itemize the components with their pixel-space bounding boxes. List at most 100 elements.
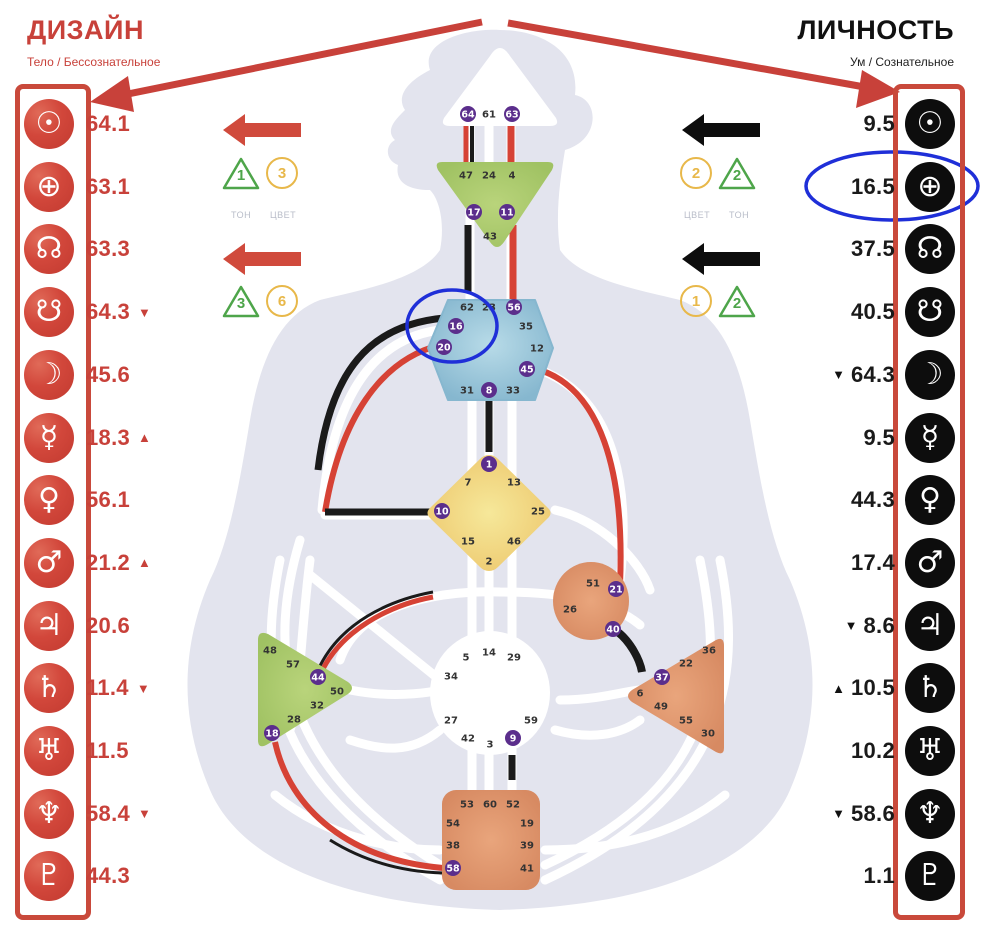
personality-planet-row[interactable]: 40.5☋ [845,284,955,340]
personality-planet-value: 8.6 [863,612,895,638]
personality-planet-value: 10.2 [850,738,895,763]
design-planet-row[interactable]: ♇44.3 [24,848,138,904]
design-arrow-left-icon [223,243,301,275]
personality-planet-row[interactable]: 9.5☿ [858,410,955,466]
gate-43: 43 [483,232,497,243]
personality-planet-row[interactable]: ▼64.3☽ [832,347,955,403]
saturn-icon: ♄ [905,663,955,714]
personality-planet-row[interactable]: 9.5☉ [858,96,955,152]
jupiter-icon: ♃ [24,600,74,651]
personality-planet-value: 17.4 [850,549,895,575]
design-planet-marker: ▼ [136,680,150,696]
design-planet-row[interactable]: ♃ 20.6 [24,598,138,654]
personality-subtitle: Ум / Сознательное [850,55,954,69]
gate-64: 64 [461,110,475,121]
design-color-value: 6 [266,285,298,317]
gate-19: 19 [520,819,534,830]
personality-planet-row[interactable]: 16.5⊕ [845,159,955,215]
personality-planet-row[interactable]: 37.5 ☊ [845,221,955,277]
design-planet-marker: ▲ [138,430,151,445]
personality-planet-row[interactable]: 44.3♀ [845,472,955,528]
design-arrow-left-icon [223,114,301,146]
pluto-icon: ♇ [905,851,955,902]
personality-planet-value: 10.5 [850,675,895,701]
design-subtitle: Тело / Бессознательное [27,55,161,69]
design-planet-row[interactable]: ♀56.1 [24,472,138,528]
personality-planet-row[interactable]: ▼8.6♃ [845,598,955,654]
personality-planet-row[interactable]: 10.2 ♅ [845,723,955,779]
gate-27: 27 [444,716,458,727]
personality-variable-1: 2 2 [680,156,756,190]
gate-14: 14 [482,648,496,659]
gate-3: 3 [487,740,494,751]
design-planet-row[interactable]: ☿18.3▲ [24,410,151,466]
design-planet-row[interactable]: ☉64.1 [24,96,138,152]
design-planet-row[interactable]: ♆58.4▼ [24,786,151,842]
gate-18: 18 [265,729,279,740]
active-gate-marker [505,730,521,746]
gate-60: 60 [483,800,497,811]
design-planet-value: 20.6 [86,612,131,638]
personality-planet-row[interactable]: ▲10.5♄ [832,660,955,716]
gate-61: 61 [482,110,496,121]
design-planet-value: 45.6 [86,361,131,387]
active-gate-marker [436,339,452,355]
design-planet-row[interactable]: ⊕63.1 [24,159,138,215]
design-planet-row[interactable]: ♂21.2▲ [24,535,151,591]
gate-55: 55 [679,716,693,727]
venus-icon: ♀ [905,475,955,526]
design-planet-row[interactable]: ☽45.6 [24,347,138,403]
center-spleen [258,632,352,747]
gate-57: 57 [286,660,300,671]
design-planet-row[interactable]: ☋64.3▼ [24,284,151,340]
tone-label: ТОН [231,210,252,220]
channel-16-48 [314,314,445,471]
gate-15: 15 [461,537,475,548]
gate-16: 16 [449,322,463,333]
gate-63: 63 [505,110,518,121]
gate-35: 35 [519,322,533,333]
design-planet-row[interactable]: ♅11.5 [24,723,137,779]
center-sacral [430,631,550,755]
design-planet-row[interactable]: ♄11.4▼ [24,660,150,716]
neptune-icon: ♆ [905,788,955,839]
channel-45-21 [539,367,624,586]
sun-icon: ☉ [24,99,74,149]
gate-2: 2 [486,557,493,568]
personality-planet-value: 37.5 [850,236,895,262]
jupiter-icon: ♃ [905,600,955,651]
personality-color-value: 1 [680,285,712,317]
neptune-icon: ♆ [24,788,74,839]
gate-33: 33 [506,386,520,397]
channel-20-10 [322,342,441,513]
active-gate-marker [519,361,535,377]
active-gate-marker [506,299,522,315]
uranus-icon: ♅ [905,726,955,776]
gate-53: 53 [460,800,474,811]
gate-30: 30 [701,729,715,740]
personality-title: ЛИЧНОСТЬ [797,15,954,45]
channel-44-26 [317,594,434,677]
north-node-icon: ☊ [905,224,955,275]
active-gate-marker [481,456,497,472]
personality-tone-value: 2 [732,167,742,184]
center-root [442,790,540,890]
personality-planet-row[interactable]: 17.4♂ [845,535,955,591]
personality-planet-row[interactable]: 1.1♇ [858,848,955,904]
gate-37: 37 [655,673,668,684]
north-node-icon: ☊ [24,224,74,275]
personality-planet-row[interactable]: ▼58.6♆ [832,786,955,842]
uranus-icon: ♅ [24,726,74,776]
gate-11: 11 [500,208,513,219]
personality-planet-value: 9.5 [863,424,895,450]
design-title: ДИЗАЙН [27,15,144,45]
design-planet-value: 56.1 [86,487,131,513]
personality-planet-marker: ▼ [832,367,845,383]
design-tone-value: 1 [236,167,246,184]
gate-51: 51 [586,579,600,590]
design-planet-row[interactable]: ☊63.3 [24,221,138,277]
design-planet-value: 64.3 [86,299,131,325]
sun-icon: ☉ [905,99,955,149]
design-planet-marker: ▼ [138,304,151,320]
gate-40: 40 [606,625,620,636]
